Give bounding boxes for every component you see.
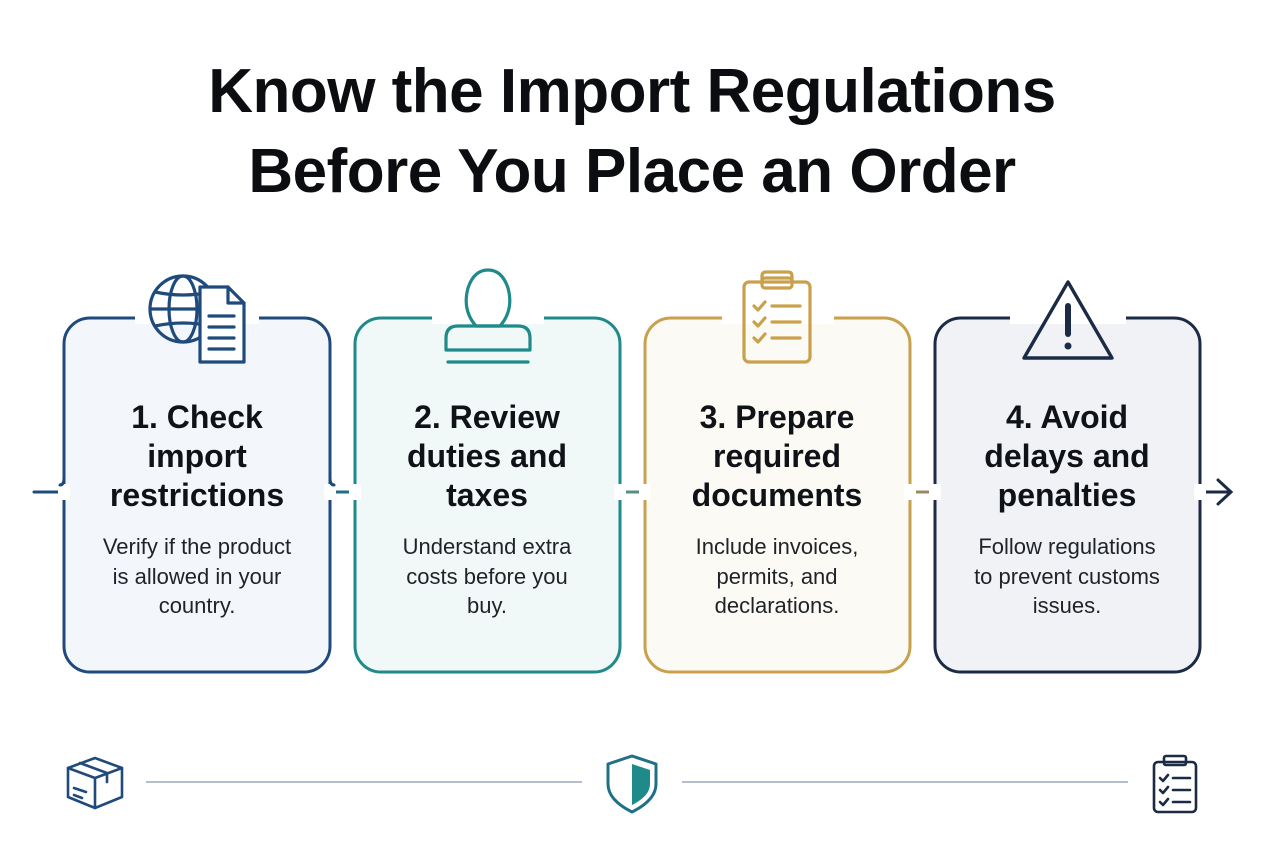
page-title: Know the Import Regulations Before You P… [0, 52, 1264, 212]
title-line-1: Know the Import Regulations [208, 57, 1056, 126]
step-2-title: 2. Review duties and taxes [406, 399, 567, 513]
arrow-head [1216, 478, 1234, 506]
step-card-3: 3. Prepare required documents Include in… [645, 318, 909, 672]
checklist-icon [1152, 754, 1198, 814]
step-card-2: 2. Review duties and taxes Understand ex… [355, 318, 619, 672]
globe-document-icon [148, 274, 246, 364]
package-icon [66, 756, 124, 810]
stamp-icon [444, 268, 532, 364]
step-3-title: 3. Prepare required documents [691, 399, 863, 513]
title-line-2: Before You Place an Order [248, 137, 1016, 206]
warning-icon [1022, 280, 1114, 360]
step-1-description: Verify if the product is allowed in your… [102, 534, 292, 618]
step-3-description: Include invoices, permits, and declarati… [695, 534, 859, 618]
step-1-title: 1. Check import restrictions [109, 399, 285, 513]
step-4-title: 4. Avoid delays and penalties [984, 399, 1150, 513]
clipboard-checklist-icon [742, 270, 812, 364]
step-4-description: Follow regulations to prevent customs is… [974, 534, 1160, 618]
step-2-description: Understand extra costs before you buy. [402, 534, 572, 618]
step-card-1: 1. Check import restrictions Verify if t… [65, 318, 329, 672]
shield-icon [606, 754, 658, 814]
step-card-4: 4. Avoid delays and penalties Follow reg… [935, 318, 1199, 672]
